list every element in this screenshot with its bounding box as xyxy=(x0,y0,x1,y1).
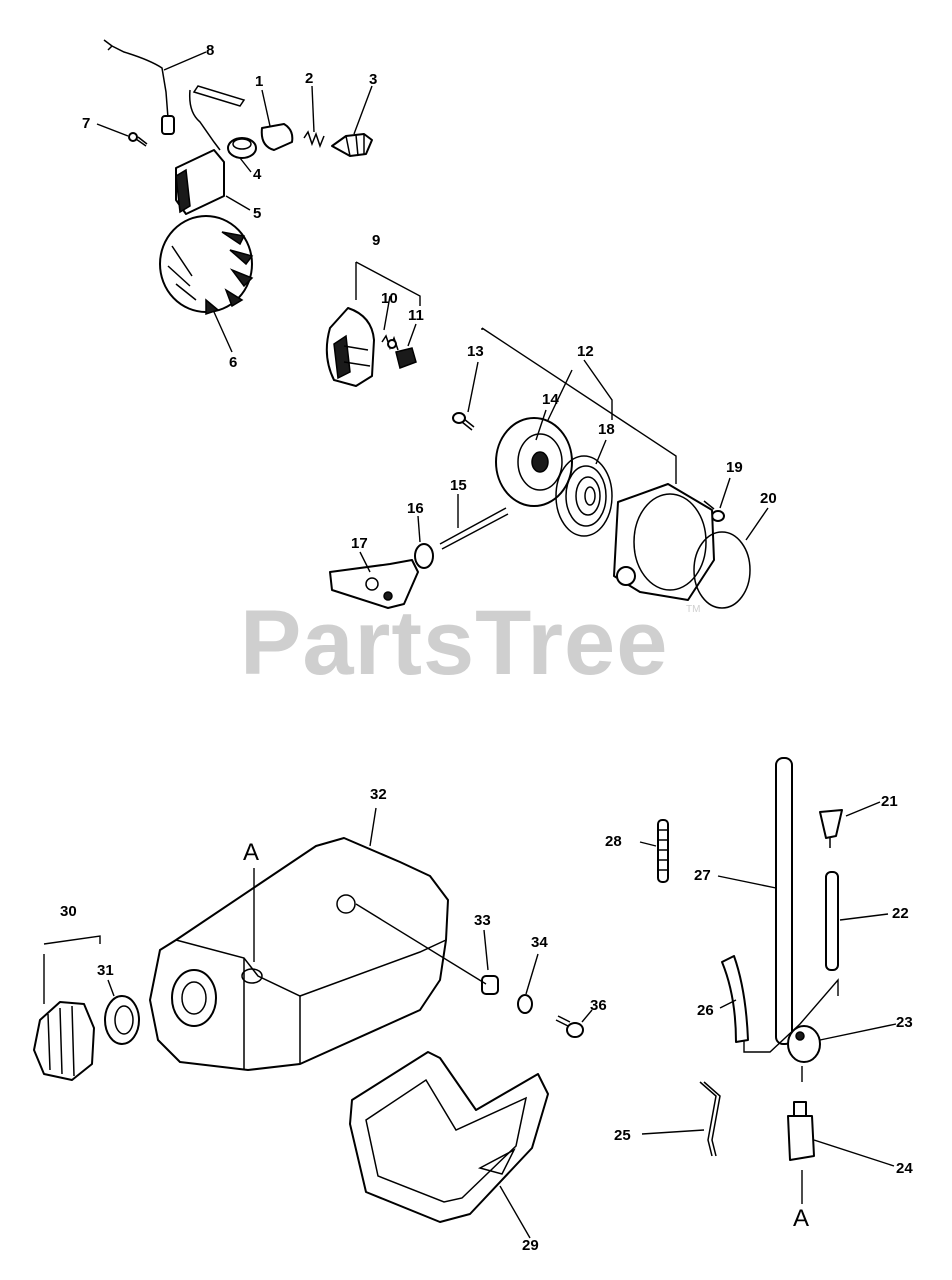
callout-33: 33 xyxy=(474,912,491,929)
callout-2: 2 xyxy=(305,70,313,87)
part-18-recoil-spring[interactable] xyxy=(555,455,613,537)
part-36-screw[interactable] xyxy=(555,1015,584,1038)
callout-8: 8 xyxy=(206,42,214,59)
part-24-fuel-filter[interactable] xyxy=(787,1101,815,1161)
callout-17: 17 xyxy=(351,535,368,552)
callout-11: 11 xyxy=(408,307,424,324)
callout-34: 34 xyxy=(531,934,548,951)
part-12-starter-housing[interactable] xyxy=(613,483,715,601)
part-2-spring[interactable] xyxy=(303,130,325,149)
callout-30: 30 xyxy=(60,903,77,920)
callout-16: 16 xyxy=(407,500,424,517)
part-20-gasket[interactable] xyxy=(693,531,751,609)
part-29-tank-bracket[interactable] xyxy=(349,1051,549,1223)
part-3-spark-plug[interactable] xyxy=(331,133,373,157)
callout-14: 14 xyxy=(542,391,559,408)
reference-label-a-top: A xyxy=(243,839,259,866)
callout-10: 10 xyxy=(381,290,398,307)
part-33-bushing[interactable] xyxy=(481,975,499,995)
callout-13: 13 xyxy=(467,343,484,360)
callout-5: 5 xyxy=(253,205,261,222)
callout-23: 23 xyxy=(896,1014,913,1031)
part-25-return-line[interactable] xyxy=(699,1081,721,1157)
trademark-mark: TM xyxy=(686,604,700,615)
part-10-clutch-spring[interactable] xyxy=(381,334,399,351)
part-17-starter-handle[interactable] xyxy=(329,559,419,609)
part-13-screw[interactable] xyxy=(452,412,475,431)
part-14-pulley[interactable] xyxy=(495,417,573,507)
part-9-clutch-housing[interactable] xyxy=(325,307,375,387)
part-1-spark-plug-boot[interactable] xyxy=(260,123,294,151)
part-4-grommet[interactable] xyxy=(227,137,257,159)
reference-label-a-bottom: A xyxy=(793,1205,809,1232)
callout-20: 20 xyxy=(760,490,777,507)
part-11-clutch-shoe[interactable] xyxy=(395,347,417,369)
callout-27: 27 xyxy=(694,867,711,884)
callout-22: 22 xyxy=(892,905,909,922)
part-26-hose[interactable] xyxy=(721,955,749,1043)
callout-18: 18 xyxy=(598,421,615,438)
leader-lines xyxy=(43,51,897,1239)
part-28-fuel-line[interactable] xyxy=(657,819,669,883)
part-6-flywheel[interactable] xyxy=(159,215,254,316)
callout-31: 31 xyxy=(97,962,114,979)
callout-3: 3 xyxy=(369,71,377,88)
callout-26: 26 xyxy=(697,1002,714,1019)
part-34-washer[interactable] xyxy=(517,994,533,1014)
part-7-screw[interactable] xyxy=(128,132,148,147)
callout-24: 24 xyxy=(896,1160,913,1177)
part-30-fuel-cap[interactable] xyxy=(33,1001,95,1081)
part-8-ignition-wire[interactable] xyxy=(103,39,175,135)
callout-1: 1 xyxy=(255,73,263,90)
callout-32: 32 xyxy=(370,786,387,803)
callout-6: 6 xyxy=(229,354,237,371)
callout-29: 29 xyxy=(522,1237,539,1254)
callout-25: 25 xyxy=(614,1127,631,1144)
callout-15: 15 xyxy=(450,477,467,494)
part-21-filter[interactable] xyxy=(819,809,843,848)
part-22-tube[interactable] xyxy=(825,871,839,971)
callout-4: 4 xyxy=(253,166,262,183)
watermark-text: PartsTree xyxy=(240,592,668,694)
callout-28: 28 xyxy=(605,833,622,850)
part-23-grommet[interactable] xyxy=(787,1025,821,1063)
callout-19: 19 xyxy=(726,459,743,476)
callout-36: 36 xyxy=(590,997,607,1014)
callout-12: 12 xyxy=(577,343,594,360)
part-16-grommet[interactable] xyxy=(414,543,434,569)
callout-21: 21 xyxy=(881,793,898,810)
part-5-ignition-module[interactable] xyxy=(175,85,246,215)
callout-7: 7 xyxy=(82,115,90,132)
part-27-fuel-tube[interactable] xyxy=(775,757,793,1045)
part-31-cap-gasket[interactable] xyxy=(104,995,140,1045)
part-32-fuel-tank[interactable] xyxy=(149,837,449,1071)
part-15-starter-rope[interactable] xyxy=(439,507,509,550)
callout-9: 9 xyxy=(372,232,380,249)
